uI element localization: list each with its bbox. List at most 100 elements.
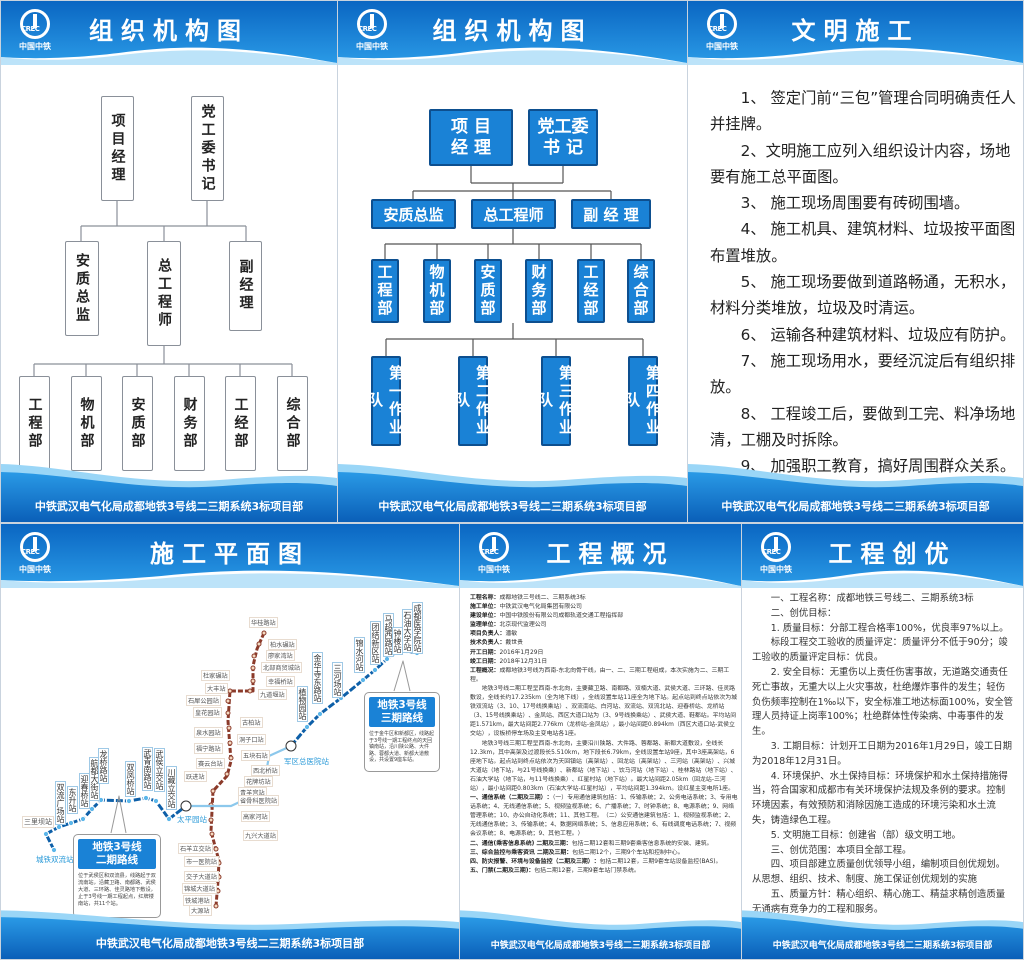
station-dot-brown <box>224 771 230 777</box>
station-dot-line3 <box>359 676 367 684</box>
field-label: 工程名称： <box>470 595 500 601</box>
panel-footer: 中铁武汉电气化局成都地铁3号线二三期系统3标项目部 <box>1 460 337 522</box>
panel-header: 中国中铁 工程概况 <box>460 524 741 588</box>
station-dot-brown <box>225 698 231 704</box>
logo-text: 中国中铁 <box>760 565 792 574</box>
station-dot-line3 <box>371 666 379 674</box>
station-label-brown: 古柏站 <box>240 717 263 728</box>
panel-title: 文明施工 <box>791 17 920 45</box>
station-label-brown: 花牌坊站 <box>244 776 273 787</box>
station-label-brown: 皇花园站 <box>193 707 222 718</box>
quality-paragraph: 1. 质量目标：分部工程合格率100%，优良率97%以上。 <box>770 622 1009 634</box>
overview-field: 开工日期：2016年1月29日 <box>470 649 738 658</box>
station-dot-line3 <box>142 794 150 802</box>
station-label-brown: 锦城大道站 <box>182 883 217 894</box>
footer-text: 中铁武汉电气化局成都地铁3号线二三期系统3标项目部 <box>378 500 647 513</box>
crec-logo: 中国中铁 <box>13 532 57 575</box>
crec-logo: 中国中铁 <box>754 532 798 575</box>
station-label-brown: 廖家湾站 <box>266 650 295 661</box>
callout-phase3: 地铁3号线 三期路线 位于金牛区和新都区，线路起于3号线一期工程终点的天回镇南站… <box>364 692 440 772</box>
construction-plan-panel: 中国中铁 施工平面图 华桂路站柏水碾站廖家湾站北部商贸城站幸福桥站九道堰站杜家碾… <box>0 523 460 960</box>
section-value: （一）专用通信建筑包括：1、传输系统；2、公务电话系统；3、专用电话系统；4、无… <box>470 795 738 838</box>
panel-footer: 中铁武汉电气化局成都地铁3号线二三期系统3标项目部 <box>688 460 1023 522</box>
org-box-party-secretary: 党工委 书 记 <box>528 109 598 166</box>
station-dot-line3 <box>316 710 324 718</box>
field-value: 中国中铁股份有限公司成都轨道交通工程指挥部 <box>499 613 624 620</box>
station-dot-brown <box>209 831 215 837</box>
org-box-materials-dept: 物机部 <box>423 259 451 323</box>
station-dot-line3 <box>383 655 391 663</box>
overview-field: 技术负责人：戴世贵 <box>470 639 738 648</box>
logo-text: 中国中铁 <box>478 565 510 574</box>
org-box-materials-dept: 物机部 <box>71 376 102 471</box>
org-box-project-manager: 项目经理 <box>101 96 134 201</box>
quality-paragraph: 三、创优范围：本项目全部工程。 <box>770 844 912 856</box>
rule-item: 8、 工程竣工后，要做到工完、料净场地清，工棚及时拆除。 <box>710 404 1016 449</box>
label-start-station: 城铁双流站 <box>36 855 74 864</box>
label-junqu-station: 军区总医院站 <box>284 757 329 766</box>
station-dot-line3 <box>152 797 160 805</box>
station-dot-line3 <box>303 723 311 731</box>
station-dot-brown <box>226 725 232 731</box>
logo-text: 中国中铁 <box>19 42 51 51</box>
field-label: 工程概况： <box>470 667 500 674</box>
org-box-safety-director: 安质总监 <box>65 241 99 336</box>
station-label-line3: 团结新区站 <box>370 621 381 665</box>
station-dot-brown <box>261 630 267 636</box>
callout-title: 地铁3号线 三期路线 <box>369 697 435 727</box>
org-box-engineering-dept: 工程部 <box>19 376 50 471</box>
org-chart-panel-2: 中国中铁 组织机构图 项 目 经 理 党工委 书 记 安质总监 总工程师 副 经… <box>337 0 688 523</box>
station-dot-line3 <box>67 819 75 827</box>
footer-text: 中铁武汉电气化局成都地铁3号线二三期系统3标项目部 <box>772 941 993 951</box>
overview-section: 二、通信(乘客信息系统) 二期及三期：包括二期12套和三期9套乘客信息系统的安装… <box>470 840 738 849</box>
station-label-line3: 武侯立交站 <box>154 748 165 792</box>
overview-section: 五、门禁(二期及三期)：包括二期12套，三期9套车站门禁系统。 <box>470 867 738 876</box>
org-chart-panel-1: 中国中铁 组织机构图 项目经理 党工委书记 安质总监 总工程师 副经理 工程部 … <box>0 0 338 523</box>
field-value: 2016年1月29日 <box>499 649 544 656</box>
footer-text: 中铁武汉电气化局成都地铁3号线二三期系统3标项目部 <box>95 937 365 950</box>
station-dot-line3 <box>79 815 87 823</box>
overview-paragraph: 地铁3号线二期工程呈西南-东北向，主要藏卫路、南都路、双楠大道、武侯大道、三环路… <box>470 685 737 738</box>
metro-map <box>42 630 421 909</box>
station-dot-brown <box>227 740 233 746</box>
org-box-chief-engineer: 总工程师 <box>471 199 556 229</box>
station-dot-line3 <box>55 823 63 831</box>
panel-footer: 中铁武汉电气化局成都地铁3号线二三期系统3标项目部 <box>460 907 741 959</box>
station-label-brown: 洞子口站 <box>237 734 266 745</box>
section-label: 一、通信系统（二期及三期）： <box>470 795 553 802</box>
station-label-brown: 赛云台站 <box>196 758 225 769</box>
panel-title: 施工平面图 <box>150 540 310 568</box>
crec-logo: 中国中铁 <box>472 532 516 575</box>
overview-field: 竣工日期：2018年12月31日 <box>470 658 738 667</box>
org-box-team-2: 第二作业队 <box>453 356 492 446</box>
overview-paragraph: 地铁3号线三期工程呈西南-东北向，主要沿川陕路、大件路、蓉都路、新都大道敷设，全… <box>470 740 737 792</box>
panel-title: 组织机构图 <box>89 17 249 45</box>
station-label-line3: 锦水河站 <box>354 637 365 673</box>
section-label: 三、综合监控与乘客资讯 二期及三期： <box>470 849 573 856</box>
rule-item: 4、 施工机具、建筑材料、垃圾按平面图布置堆放。 <box>710 220 1016 265</box>
org-box-engineering-dept: 工程部 <box>371 259 399 323</box>
crec-logo: 中国中铁 <box>350 9 394 52</box>
station-dot-brown <box>213 903 219 909</box>
quality-excellence-panel: 中国中铁 工程创优 一、工程名称：成都地铁三号线二、三期系统3标二、创优目标：1… <box>741 523 1024 960</box>
org-box-team-3: 第三作业队 <box>536 356 575 446</box>
station-label-line3: 成都医学院站 <box>412 602 423 654</box>
org-box-deputy-manager: 副 经 理 <box>571 199 651 229</box>
station-label-brown: 杜家碾站 <box>201 670 230 681</box>
rule-item: 7、 施工现场用水，要经沉淀后有组织排放。 <box>710 351 1016 397</box>
station-label-line3: 龙桥路站 <box>98 748 109 784</box>
station-label-brown: 北部商贸城站 <box>261 662 303 673</box>
org-box-team-1: 第一作业队 <box>366 356 405 446</box>
crec-logo: 中国中铁 <box>700 9 744 52</box>
station-label-brown: 九道堰站 <box>258 689 287 700</box>
field-value: 中铁武汉电气化局集团有限公司 <box>499 604 582 611</box>
station-label-brown: 大丰站 <box>205 683 228 694</box>
org-box-deputy-manager: 副经理 <box>229 241 262 331</box>
org-connector-lines <box>33 201 293 376</box>
station-label-brown: 幸福桥站 <box>266 676 295 687</box>
footer-text: 中铁武汉电气化局成都地铁3号线二三期系统3标项目部 <box>721 500 990 513</box>
station-dot-brown <box>227 688 233 694</box>
rule-item: 5、 施工现场要做到道路畅通，无积水，材料分类堆放，垃圾及时清运。 <box>710 273 1016 318</box>
station-dot-brown <box>250 678 256 684</box>
quality-paragraph: 二、创优目标： <box>770 607 837 619</box>
